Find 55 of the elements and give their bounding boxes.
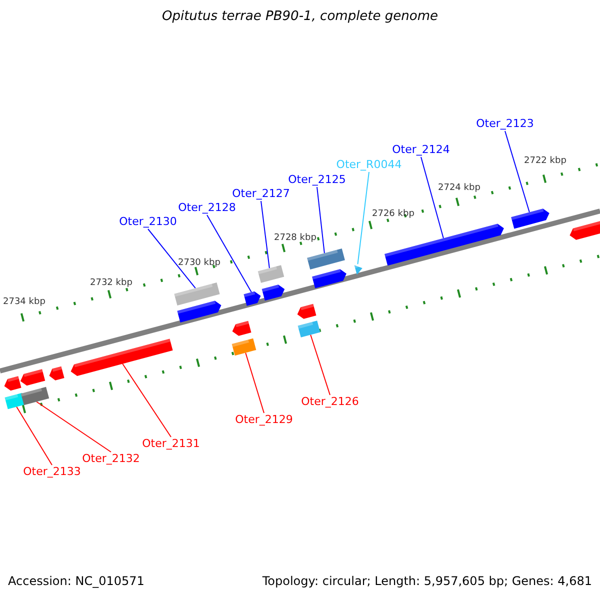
gene-block [262,284,285,301]
gene-block [312,269,346,288]
gene-block [70,338,173,376]
gene-label: Oter_2127 [232,188,290,200]
scale-label: 2732 kbp [90,277,132,289]
gene-label: Oter_2126 [301,396,359,408]
leader-line [36,401,112,452]
gene-label: Oter_2128 [178,202,236,214]
gene-label: Oter_2129 [235,414,293,426]
gene-label: Oter_2133 [23,466,81,478]
leader-line [245,352,264,414]
gene-block [20,386,50,406]
gene-label: Oter_2125 [288,174,346,186]
gene-block [232,320,252,336]
leader-line [260,200,270,269]
gene-block [511,208,550,229]
scale-label: 2726 kbp [372,208,414,220]
leader-line [122,363,172,438]
scale-label: 2730 kbp [178,257,220,269]
gene-label: Oter_2123 [476,118,534,130]
gene-block [298,320,320,338]
gene-label: Oter_2130 [119,216,177,228]
leader-line [148,228,196,289]
gene-block [307,248,345,270]
footer-text: Accession: NC_010571 [8,575,144,587]
leader-line [16,406,52,466]
gene-block [174,282,220,306]
gene-block [297,304,316,319]
gene-label: Oter_2124 [392,144,450,156]
scale-label: 2724 kbp [438,182,480,194]
gene-block [232,338,256,356]
leader-line [316,186,325,254]
title: Opitutus terrae PB90-1, complete genome [162,11,438,23]
gene-block [177,300,222,322]
leader-line [357,172,370,265]
gene-block [4,392,26,410]
gene-block [244,291,261,306]
gene-label: Oter_2132 [82,453,140,465]
leader-line [310,334,330,396]
scale-label: 2722 kbp [524,155,566,167]
gene-block [570,218,600,240]
leader-line [206,214,252,293]
scale-label: 2728 kbp [274,232,316,244]
gene-label: Oter_2131 [142,438,200,450]
gene-block [20,369,46,386]
gene-block [4,376,22,391]
gene-block [49,366,64,380]
gene-block [258,265,284,283]
footer-text: Topology: circular; Length: 5,957,605 bp; Genes: 4,681 [262,575,592,587]
leader-line [420,156,444,239]
gene-label: Oter_R0044 [336,159,402,171]
leader-line [504,130,530,213]
gene-triangle [354,264,362,275]
gene-block [384,224,504,266]
scale-label: 2734 kbp [3,296,46,308]
